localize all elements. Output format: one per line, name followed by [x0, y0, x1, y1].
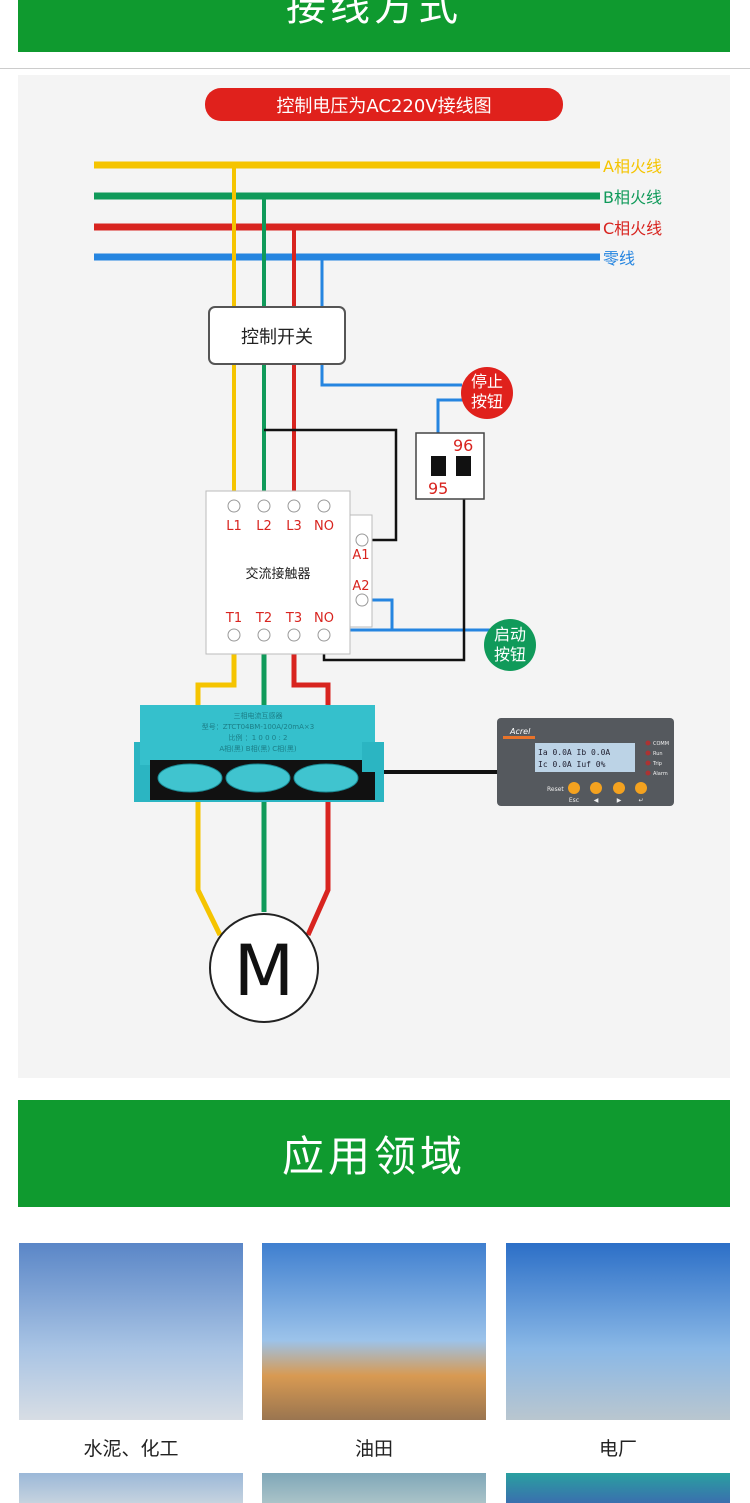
oilfield-image	[262, 1243, 486, 1420]
motor-label: M	[234, 930, 294, 1012]
application-image	[262, 1473, 486, 1503]
terminal-t3: T3	[285, 611, 302, 626]
led-comm: COMM	[653, 741, 669, 747]
motor-protector-relay: Acrel Ia 0.0A Ib 0.0A Ic 0.0A Iuf 0% COM…	[497, 718, 674, 806]
start-button-label-1: 启动	[494, 625, 526, 644]
application-image	[19, 1473, 243, 1503]
power-plant-image	[19, 1243, 243, 1420]
ct-label-1: 三相电流互感器	[234, 711, 283, 720]
start-button	[484, 619, 536, 671]
contactor-label: 交流接触器	[245, 566, 310, 582]
stop-button-label-2: 按钮	[471, 392, 503, 411]
right-label: ▶	[617, 797, 622, 804]
phase-b-label: B相火线	[603, 188, 662, 207]
control-switch	[208, 306, 346, 365]
motor	[209, 913, 319, 1023]
terminal-a2: A2	[352, 579, 369, 594]
section-header-applications: 应用领域	[18, 1100, 730, 1207]
contact-96: 96	[453, 436, 473, 455]
phase-a-label: A相火线	[603, 157, 662, 176]
terminal-a1: A1	[352, 548, 369, 563]
application-tile: 水泥、化工	[19, 1243, 243, 1461]
contact-95: 95	[428, 479, 448, 498]
aux-contact-box	[415, 432, 485, 500]
terminal-t2: T2	[255, 611, 272, 626]
current-transformer: 三相电流互感器 型号：ZTCT04BM-100A/20mA×3 比例 ：1 0 …	[134, 705, 384, 802]
lcd-line-1: Ia 0.0A Ib 0.0A	[538, 748, 610, 757]
start-button-label-2: 按钮	[494, 645, 526, 664]
wiring-diagram-background	[18, 75, 730, 1078]
neutral-label: 零线	[603, 249, 635, 268]
wiring-diagram: 控制电压为AC220V接线图 A相火线 B相火线 C相火线 零线 控制开关 停止…	[94, 88, 674, 1023]
control-switch-label: 控制开关	[241, 327, 313, 348]
reset-label: Reset	[547, 786, 564, 793]
stop-button-label-1: 停止	[471, 372, 503, 391]
terminal-no-bottom: NO	[314, 611, 334, 626]
terminal-l1: L1	[226, 519, 242, 534]
section-title: 接线方式	[286, 0, 462, 30]
application-tile: 油田	[262, 1243, 486, 1461]
diagram-title: 控制电压为AC220V接线图	[276, 96, 491, 117]
lcd-line-2: Ic 0.0A Iuf 0%	[538, 760, 606, 769]
application-label: 水泥、化工	[83, 1438, 179, 1460]
terminal-l3: L3	[286, 519, 302, 534]
substation-image	[506, 1243, 730, 1420]
application-label: 电厂	[598, 1438, 637, 1460]
terminal-t1: T1	[225, 611, 242, 626]
left-label: ◀	[594, 797, 599, 804]
application-image	[506, 1473, 730, 1503]
enter-label: ↵	[638, 797, 643, 804]
stop-button	[461, 367, 513, 419]
ac-contactor	[205, 490, 351, 655]
section-header-wiring: 接线方式	[18, 0, 730, 52]
led-run: Run	[653, 751, 663, 757]
diagram-title-pill	[205, 88, 563, 121]
led-trip: Trip	[652, 761, 662, 767]
led-alarm: Alarm	[653, 771, 668, 777]
terminal-no-top: NO	[314, 519, 334, 534]
divider	[0, 68, 750, 69]
section-title: 应用领域	[281, 1132, 466, 1181]
ct-label-3: 比例 ：1 0 0 0 : 2	[229, 733, 288, 742]
esc-label: Esc	[569, 797, 579, 804]
terminal-l2: L2	[256, 519, 272, 534]
ct-label-2: 型号：ZTCT04BM-100A/20mA×3	[202, 722, 314, 731]
ct-label-4: A相(黑) B相(黑) C相(黑)	[219, 744, 297, 753]
phase-c-label: C相火线	[603, 219, 662, 238]
application-label: 油田	[354, 1438, 393, 1460]
application-tile: 电厂	[506, 1243, 730, 1461]
relay-brand: Acrel	[509, 727, 531, 736]
